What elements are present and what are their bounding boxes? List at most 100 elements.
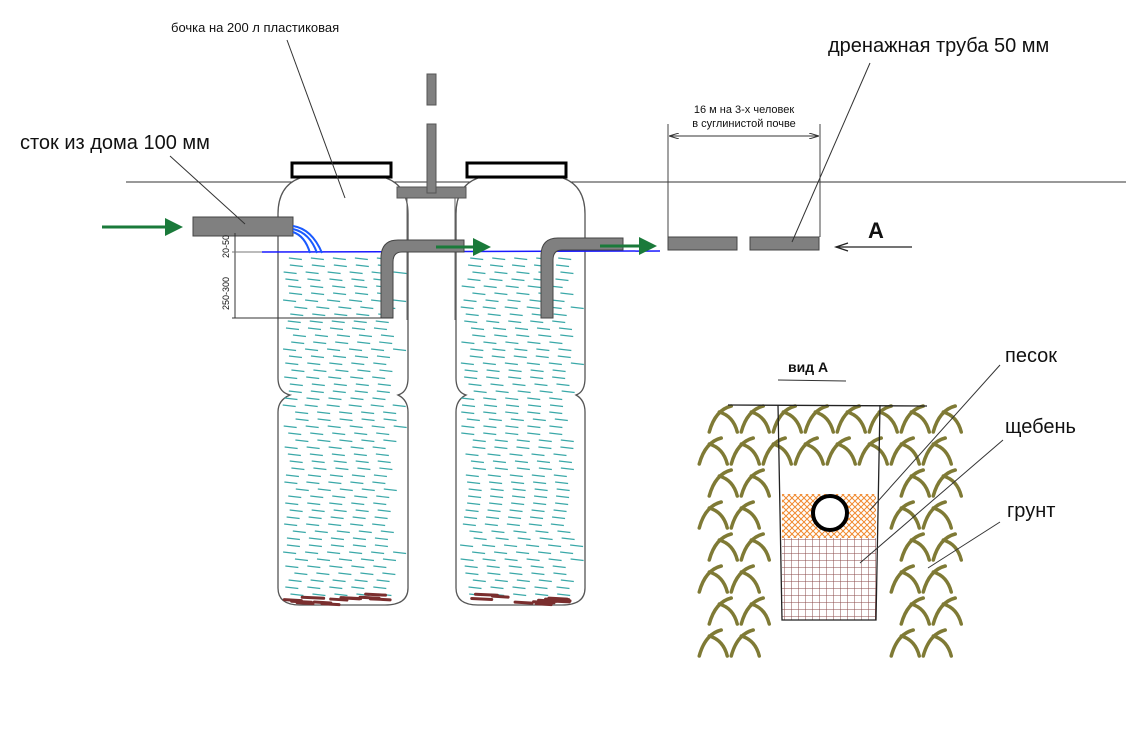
water-dash — [533, 481, 547, 485]
water-dash — [332, 285, 346, 289]
water-dash — [310, 257, 324, 261]
water-dash — [472, 271, 486, 275]
soil-arc — [707, 404, 739, 434]
water-dash — [283, 271, 297, 275]
water-dash — [467, 264, 482, 268]
water-dash — [512, 488, 526, 492]
sediment-mark — [470, 596, 494, 601]
water-dash — [312, 593, 326, 597]
transfer-pipe-1 — [380, 239, 465, 319]
water-dash — [289, 292, 303, 296]
water-dash — [487, 453, 501, 457]
water-dash — [393, 348, 407, 352]
water-dash — [327, 551, 341, 555]
water-dash — [311, 383, 325, 387]
water-dash — [560, 292, 574, 296]
soil-arc — [899, 468, 931, 498]
water-dash — [288, 432, 302, 436]
water-dash — [339, 488, 353, 492]
water-dash — [289, 509, 303, 513]
water-dash — [284, 523, 298, 527]
water-dash — [487, 509, 501, 513]
barrel-1 — [277, 161, 409, 606]
water-dash — [355, 383, 369, 387]
water-dash — [357, 467, 371, 471]
water-dash — [556, 383, 570, 387]
soil-arc — [899, 532, 931, 562]
water-dash — [316, 558, 331, 562]
water-dash — [555, 264, 570, 268]
water-dash — [285, 565, 299, 569]
water-dash — [377, 509, 391, 513]
water-dash — [308, 537, 322, 541]
dim-gap-label: 20-50 — [221, 235, 231, 258]
water-dash — [504, 558, 518, 562]
water-dash — [538, 446, 552, 450]
water-dash — [555, 278, 569, 282]
soil-arc — [867, 404, 899, 434]
water-dash — [461, 425, 475, 429]
house-outlet-leader — [169, 155, 246, 225]
water-dash — [332, 355, 347, 359]
water-dash — [383, 418, 397, 422]
water-dash — [461, 285, 475, 289]
water-dash — [288, 355, 303, 359]
water-dash — [555, 481, 569, 485]
soil-arc — [739, 596, 771, 626]
soil-arc — [899, 404, 931, 434]
water-dash — [313, 467, 327, 471]
water-dash — [351, 362, 365, 366]
water-dash — [316, 306, 330, 310]
water-dash — [306, 481, 320, 485]
water-dash — [358, 530, 372, 534]
water-dash — [328, 446, 342, 450]
water-dash — [373, 565, 387, 569]
dim-depth-label: 250-300 — [221, 277, 231, 310]
water-dash — [305, 425, 319, 429]
water-dash — [460, 558, 474, 562]
water-dash — [290, 313, 304, 317]
water-dash — [470, 327, 485, 331]
water-dash — [530, 376, 544, 380]
water-dash — [485, 299, 499, 303]
water-dash — [392, 404, 406, 408]
water-dash — [516, 446, 530, 450]
soil-arc — [697, 436, 729, 466]
water-dash — [558, 257, 572, 261]
sediment-mark — [532, 600, 556, 605]
water-dash — [483, 432, 497, 436]
water-dash — [531, 453, 545, 457]
water-dash — [333, 509, 347, 513]
water-dash — [305, 348, 319, 352]
water-dash — [349, 425, 363, 429]
water-dash — [383, 411, 397, 415]
water-dash — [464, 320, 478, 324]
water-dash — [333, 264, 347, 268]
water-dash — [531, 509, 545, 513]
water-dash — [538, 439, 552, 443]
water-dash — [356, 313, 370, 317]
water-dash — [379, 341, 393, 345]
water-dash — [550, 523, 564, 527]
water-dash — [494, 446, 508, 450]
soil-arc — [921, 628, 953, 658]
water-dash — [513, 593, 527, 597]
vent-pipe — [426, 123, 437, 194]
water-dash — [317, 488, 331, 492]
water-dash — [327, 348, 341, 352]
water-dash — [489, 278, 503, 282]
drain-pipe-section — [811, 494, 849, 532]
soil-arc — [803, 404, 835, 434]
water-dash — [538, 334, 552, 338]
water-dash — [328, 523, 342, 527]
soil-arc — [825, 436, 857, 466]
water-dash — [511, 502, 525, 506]
water-dash — [549, 397, 563, 401]
soil-arc — [739, 404, 771, 434]
water-dash — [295, 411, 309, 415]
sand-label: песок — [1005, 345, 1057, 367]
water-dash — [491, 530, 505, 534]
soil-arc — [835, 404, 867, 434]
water-dash — [558, 327, 573, 331]
water-dash — [536, 348, 550, 352]
